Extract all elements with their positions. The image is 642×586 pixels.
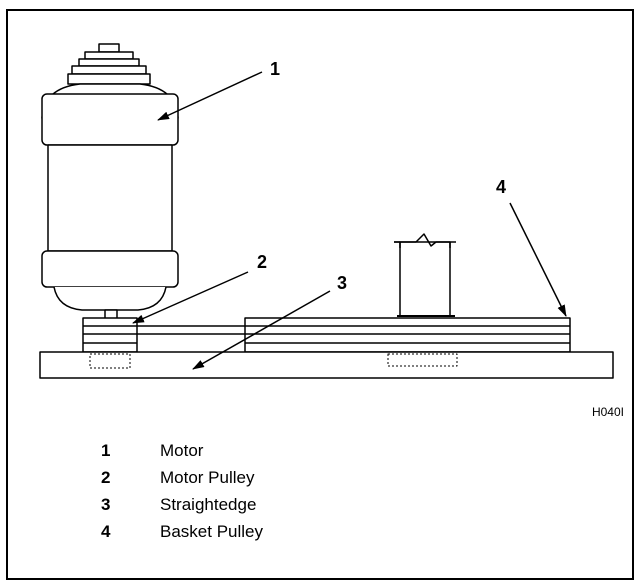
- legend-item: 4 Basket Pulley: [101, 518, 263, 545]
- motor: [41, 43, 179, 321]
- callout-3: 3: [337, 273, 348, 293]
- motor-pulley: [82, 317, 138, 353]
- legend-label: Motor Pulley: [160, 467, 255, 487]
- figure-frame: [6, 9, 634, 580]
- base-plate: [39, 351, 614, 379]
- arrow-3: [192, 290, 331, 370]
- legend-number: 1: [101, 440, 111, 460]
- legend: 1 Motor 2 Motor Pulley 3 Straightedge 4 …: [101, 437, 263, 545]
- legend-item: 2 Motor Pulley: [101, 464, 263, 491]
- legend-label: Basket Pulley: [160, 521, 263, 541]
- legend-number: 2: [101, 467, 111, 487]
- figure-code: H040I: [591, 405, 624, 419]
- legend-item: 3 Straightedge: [101, 491, 263, 518]
- callout-1: 1: [270, 59, 281, 79]
- callout-4: 4: [496, 177, 507, 197]
- arrow-4: [509, 202, 567, 317]
- legend-item: 1 Motor: [101, 437, 263, 464]
- arrow-2: [132, 271, 249, 324]
- legend-label: Motor: [160, 440, 204, 460]
- straightedge: [137, 325, 245, 335]
- arrow-1: [157, 71, 263, 121]
- legend-label: Straightedge: [160, 494, 257, 514]
- basket-pulley: [244, 317, 571, 353]
- legend-number: 4: [101, 521, 111, 541]
- legend-number: 3: [101, 494, 111, 514]
- basket-shaft: [394, 233, 456, 317]
- callout-2: 2: [257, 252, 268, 272]
- leader-arrows: [132, 71, 567, 370]
